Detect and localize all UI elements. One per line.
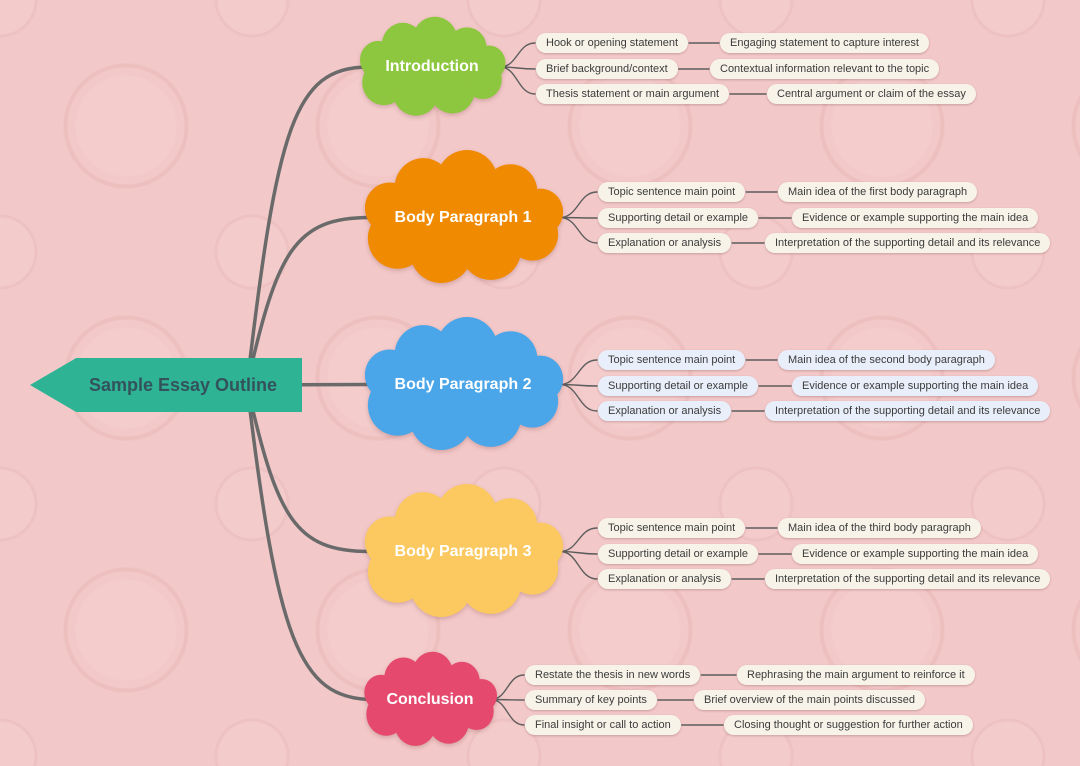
detail-explanation-analysis[interactable]: Interpretation of the supporting detail …	[765, 233, 1051, 253]
root-label: Sample Essay Outline	[88, 374, 278, 395]
branch-node-body-paragraph-3[interactable]: Body Paragraph 3	[354, 483, 572, 620]
detail-summary-key-points[interactable]: Brief overview of the main points discus…	[694, 690, 925, 710]
detail-supporting-detail[interactable]: Evidence or example supporting the main …	[792, 544, 1039, 564]
branch-node-introduction[interactable]: Introduction	[352, 16, 512, 118]
subtopic-hook-statement[interactable]: Hook or opening statement	[536, 33, 689, 53]
detail-restate-thesis[interactable]: Rephrasing the main argument to reinforc…	[737, 665, 975, 685]
detail-background-context[interactable]: Contextual information relevant to the t…	[710, 59, 940, 79]
detail-thesis-statement[interactable]: Central argument or claim of the essay	[767, 84, 976, 104]
subtopic-background-context[interactable]: Brief background/context	[536, 59, 678, 79]
subtopic-supporting-detail[interactable]: Supporting detail or example	[598, 376, 759, 396]
subtopic-explanation-analysis[interactable]: Explanation or analysis	[598, 569, 732, 589]
subtopic-restate-thesis[interactable]: Restate the thesis in new words	[525, 665, 701, 685]
branch-node-body-paragraph-1[interactable]: Body Paragraph 1	[354, 149, 572, 286]
branch-label: Body Paragraph 1	[394, 208, 532, 226]
subtopic-supporting-detail[interactable]: Supporting detail or example	[598, 544, 759, 564]
subtopic-summary-key-points[interactable]: Summary of key points	[525, 690, 657, 710]
branch-label: Conclusion	[386, 690, 474, 708]
subtopic-thesis-statement[interactable]: Thesis statement or main argument	[536, 84, 730, 104]
detail-supporting-detail[interactable]: Evidence or example supporting the main …	[792, 208, 1039, 228]
detail-supporting-detail[interactable]: Evidence or example supporting the main …	[792, 376, 1039, 396]
detail-topic-sentence[interactable]: Main idea of the first body paragraph	[778, 182, 978, 202]
branch-label: Body Paragraph 3	[394, 542, 532, 560]
subtopic-explanation-analysis[interactable]: Explanation or analysis	[598, 233, 732, 253]
root-node[interactable]: Sample Essay Outline	[30, 358, 302, 412]
subtopic-supporting-detail[interactable]: Supporting detail or example	[598, 208, 759, 228]
branch-node-body-paragraph-2[interactable]: Body Paragraph 2	[354, 316, 572, 453]
subtopic-topic-sentence[interactable]: Topic sentence main point	[598, 182, 746, 202]
detail-topic-sentence[interactable]: Main idea of the second body paragraph	[778, 350, 995, 370]
detail-explanation-analysis[interactable]: Interpretation of the supporting detail …	[765, 401, 1051, 421]
subtopic-topic-sentence[interactable]: Topic sentence main point	[598, 518, 746, 538]
detail-final-insight[interactable]: Closing thought or suggestion for furthe…	[724, 715, 973, 735]
subtopic-explanation-analysis[interactable]: Explanation or analysis	[598, 401, 732, 421]
subtopic-final-insight[interactable]: Final insight or call to action	[525, 715, 681, 735]
detail-topic-sentence[interactable]: Main idea of the third body paragraph	[778, 518, 981, 538]
detail-hook-statement[interactable]: Engaging statement to capture interest	[720, 33, 929, 53]
subtopic-topic-sentence[interactable]: Topic sentence main point	[598, 350, 746, 370]
branch-label: Introduction	[385, 58, 479, 75]
branch-label: Body Paragraph 2	[394, 375, 532, 393]
branch-node-conclusion[interactable]: Conclusion	[357, 651, 503, 748]
detail-explanation-analysis[interactable]: Interpretation of the supporting detail …	[765, 569, 1051, 589]
